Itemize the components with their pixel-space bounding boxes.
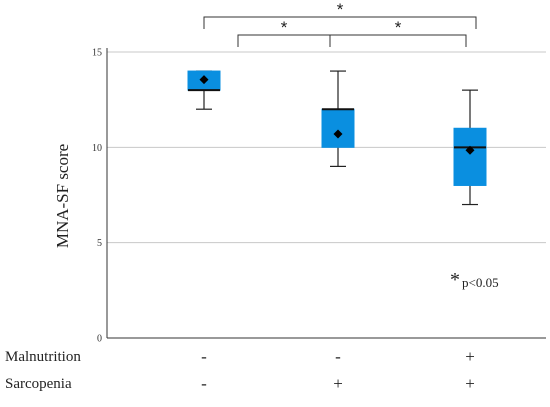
significance-bracket bbox=[329, 34, 467, 47]
row-label: Malnutrition bbox=[5, 349, 81, 365]
malnutrition-value: + bbox=[465, 347, 475, 366]
sarcopenia-value: - bbox=[201, 374, 207, 393]
significance-star: * bbox=[337, 0, 344, 19]
significance-bracket bbox=[203, 16, 477, 29]
sarcopenia-value: + bbox=[465, 374, 475, 393]
footnote: * p<0.05 bbox=[450, 269, 499, 291]
iqr-box bbox=[321, 108, 355, 148]
significance-star: * bbox=[395, 18, 402, 37]
malnutrition-value: - bbox=[201, 347, 207, 366]
significance-star: * bbox=[281, 18, 288, 37]
y-tick-label: 15 bbox=[92, 48, 102, 59]
y-tick-label: 5 bbox=[97, 238, 102, 249]
mean-marker bbox=[333, 129, 343, 139]
malnutrition-value: - bbox=[335, 347, 341, 366]
iqr-box bbox=[453, 127, 487, 186]
significance-layer: * * * bbox=[203, 0, 477, 47]
y-tick-label: 10 bbox=[92, 143, 102, 154]
footnote-text: p<0.05 bbox=[462, 275, 499, 290]
y-tick-label: 0 bbox=[97, 334, 102, 345]
box-layer bbox=[187, 70, 487, 206]
axis-layer: 0 5 10 15 bbox=[92, 48, 546, 345]
mean-marker bbox=[199, 75, 209, 85]
y-axis-title: MNA-SF score bbox=[53, 144, 72, 248]
footnote-symbol: * bbox=[450, 269, 460, 291]
mean-marker bbox=[465, 145, 475, 155]
row-label: Sarcopenia bbox=[5, 376, 72, 392]
sarcopenia-value: + bbox=[333, 374, 343, 393]
